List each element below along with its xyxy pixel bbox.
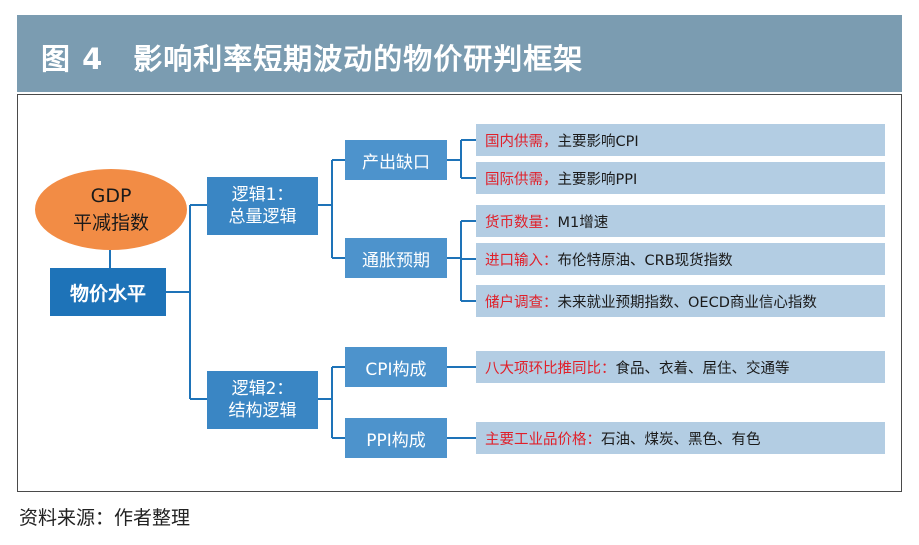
- ppi-composition-label: PPI构成: [366, 430, 426, 451]
- cpi-composition-label: CPI构成: [365, 359, 427, 380]
- figure-title: 图 4 影响利率短期波动的物价研判框架: [41, 42, 584, 76]
- leaf-domestic-supply-demand: 国内供需，主要影响CPI: [476, 124, 885, 156]
- leaf-key: 储户调查：: [485, 294, 558, 311]
- logic1-line1: 逻辑1：: [231, 185, 294, 205]
- ellipse-line2: 平减指数: [72, 211, 149, 234]
- logic2-box: 逻辑2： 结构逻辑: [207, 371, 318, 429]
- inflation-expectation-box: 通胀预期: [345, 238, 447, 278]
- leaf-money-quantity: 货币数量：M1增速: [476, 205, 885, 237]
- ellipse-line1: GDP: [90, 184, 132, 207]
- leaf-cpi-eight-items: 八大项环比推同比：食品、衣着、居住、交通等: [476, 351, 885, 383]
- output-gap-label: 产出缺口: [362, 152, 430, 173]
- leaf-text: 主要影响PPI: [557, 171, 638, 188]
- leaf-text: M1增速: [557, 214, 609, 231]
- gdp-deflator-ellipse: GDP 平减指数: [35, 169, 187, 250]
- cpi-composition-box: CPI构成: [345, 347, 447, 387]
- output-gap-box: 产出缺口: [345, 140, 447, 180]
- leaf-text: 食品、衣着、居住、交通等: [615, 360, 790, 377]
- leaf-key: 国内供需，: [485, 133, 558, 150]
- leaf-key: 货币数量：: [485, 214, 558, 231]
- leaf-key: 进口输入：: [485, 252, 558, 269]
- logic2-line2: 结构逻辑: [228, 401, 297, 421]
- logic1-line2: 总量逻辑: [228, 207, 297, 227]
- ppi-composition-box: PPI构成: [345, 418, 447, 458]
- price-level-box: 物价水平: [50, 268, 166, 316]
- logic2-line1: 逻辑2：: [231, 379, 294, 399]
- leaf-depositor-survey: 储户调查：未来就业预期指数、OECD商业信心指数: [476, 285, 885, 317]
- inflation-expectation-label: 通胀预期: [362, 250, 430, 271]
- leaf-import-input: 进口输入：布伦特原油、CRB现货指数: [476, 243, 885, 275]
- leaf-key: 主要工业品价格：: [485, 431, 601, 448]
- source-note: 资料来源：作者整理: [19, 507, 191, 529]
- leaf-text: 未来就业预期指数、OECD商业信心指数: [557, 294, 817, 311]
- leaf-industrial-prices: 主要工业品价格：石油、煤炭、黑色、有色: [476, 422, 885, 454]
- price-level-label: 物价水平: [69, 282, 146, 305]
- logic1-box: 逻辑1： 总量逻辑: [207, 177, 318, 235]
- title-bar: 图 4 影响利率短期波动的物价研判框架: [17, 15, 902, 92]
- leaf-key: 国际供需，: [485, 171, 558, 188]
- leaf-text: 主要影响CPI: [557, 133, 639, 150]
- leaf-key: 八大项环比推同比：: [485, 360, 616, 377]
- leaf-text: 石油、煤炭、黑色、有色: [601, 431, 761, 448]
- leaf-text: 布伦特原油、CRB现货指数: [557, 252, 733, 269]
- leaf-international-supply-demand: 国际供需，主要影响PPI: [476, 162, 885, 194]
